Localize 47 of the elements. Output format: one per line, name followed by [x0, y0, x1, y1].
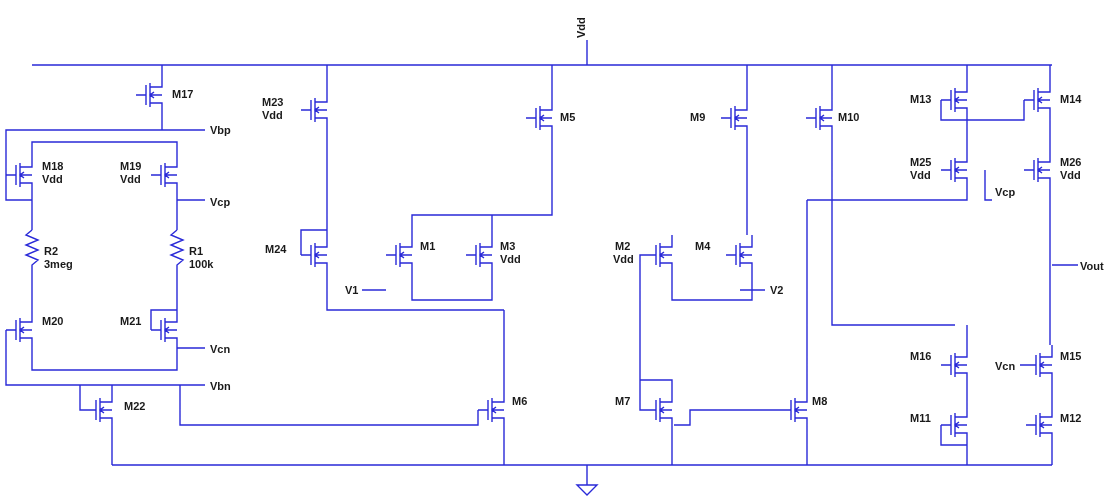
signal-label: Vbp: [210, 124, 231, 136]
signal-label: Vcp: [210, 196, 231, 208]
signal-label: Vdd: [613, 253, 634, 265]
component-label: M16: [910, 350, 932, 362]
component-label: M25: [910, 156, 932, 168]
value-label: 100k: [189, 258, 214, 270]
signal-label: Vdd: [120, 173, 141, 185]
signal-label: Vcn: [210, 343, 231, 355]
signal-label: Vbn: [210, 380, 231, 392]
component-label: M17: [172, 88, 194, 100]
signal-label: Vdd: [1060, 169, 1081, 181]
component-label: M14: [1060, 93, 1082, 105]
signal-label: Vdd: [262, 109, 283, 121]
signal-label: Vdd: [910, 169, 931, 181]
component-label: M22: [124, 400, 146, 412]
component-label: M11: [910, 412, 931, 424]
component-label: M24: [265, 243, 287, 255]
signal-label: Vdd: [575, 17, 587, 38]
component-label: M21: [120, 315, 142, 327]
signal-label: Vcp: [995, 186, 1016, 198]
component-label: M12: [1060, 412, 1082, 424]
signal-label: Vdd: [42, 173, 63, 185]
component-label: M23: [262, 96, 284, 108]
value-label: 3meg: [44, 258, 73, 270]
component-label: M5: [560, 111, 576, 123]
component-label: M2: [615, 240, 631, 252]
component-label: M15: [1060, 350, 1082, 362]
component-label: M6: [512, 395, 528, 407]
signal-label: Vdd: [500, 253, 521, 265]
component-label: R2: [44, 245, 59, 257]
component-label: M10: [838, 111, 860, 123]
component-label: M8: [812, 395, 828, 407]
component-label: M1: [420, 240, 436, 252]
component-label: M20: [42, 315, 64, 327]
component-label: M3: [500, 240, 516, 252]
component-label: R1: [189, 245, 204, 257]
signal-label: V2: [770, 284, 784, 296]
signal-label: V1: [345, 284, 359, 296]
component-label: M19: [120, 160, 142, 172]
component-label: M7: [615, 395, 631, 407]
signal-label: Vout: [1080, 260, 1104, 272]
component-label: M9: [690, 111, 706, 123]
signal-label: Vcn: [995, 360, 1016, 372]
component-label: M18: [42, 160, 64, 172]
component-label: M13: [910, 93, 932, 105]
component-label: M4: [695, 240, 711, 252]
component-label: M26: [1060, 156, 1082, 168]
